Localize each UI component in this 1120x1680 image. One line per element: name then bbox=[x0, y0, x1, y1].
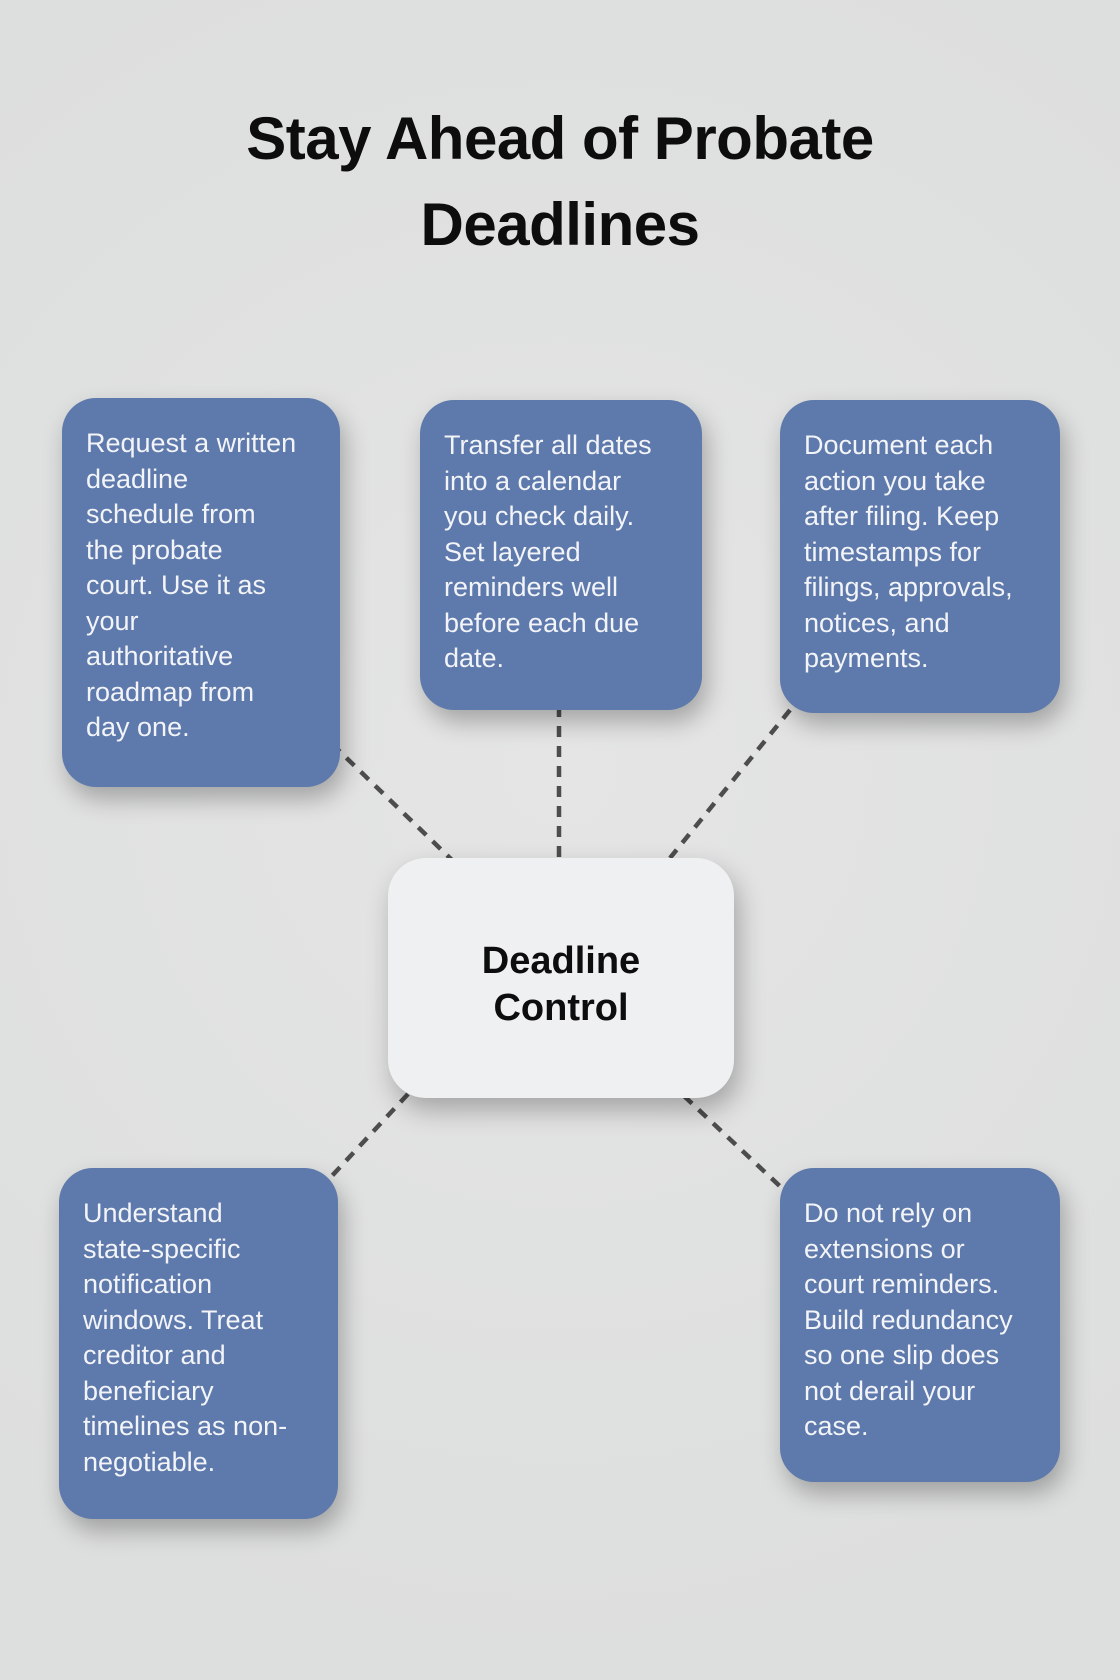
node-bottom-right: Do not rely on extensions or court remin… bbox=[780, 1168, 1060, 1482]
connector-center-top-right bbox=[668, 708, 792, 860]
page-title: Stay Ahead of Probate Deadlines bbox=[246, 105, 874, 258]
node-top-middle-text: Transfer all dates into a calendar you c… bbox=[444, 430, 652, 673]
connector-center-top-left bbox=[330, 742, 454, 862]
node-top-right-text: Document each action you take after fili… bbox=[804, 430, 1013, 673]
node-bottom-left: Understand state-specific notification w… bbox=[59, 1168, 338, 1519]
node-top-left: Request a written deadline schedule from… bbox=[62, 398, 340, 787]
connector-center-bottom-left bbox=[328, 1092, 410, 1180]
node-bottom-right-text: Do not rely on extensions or court remin… bbox=[804, 1198, 1013, 1441]
node-top-right: Document each action you take after fili… bbox=[780, 400, 1060, 713]
connector-center-bottom-right bbox=[682, 1094, 786, 1192]
node-top-left-text: Request a written deadline schedule from… bbox=[86, 428, 297, 742]
center-node: Deadline Control bbox=[388, 858, 734, 1098]
node-top-middle: Transfer all dates into a calendar you c… bbox=[420, 400, 702, 710]
node-bottom-left-text: Understand state-specific notification w… bbox=[83, 1198, 288, 1477]
center-node-label: Deadline Control bbox=[481, 940, 641, 1029]
